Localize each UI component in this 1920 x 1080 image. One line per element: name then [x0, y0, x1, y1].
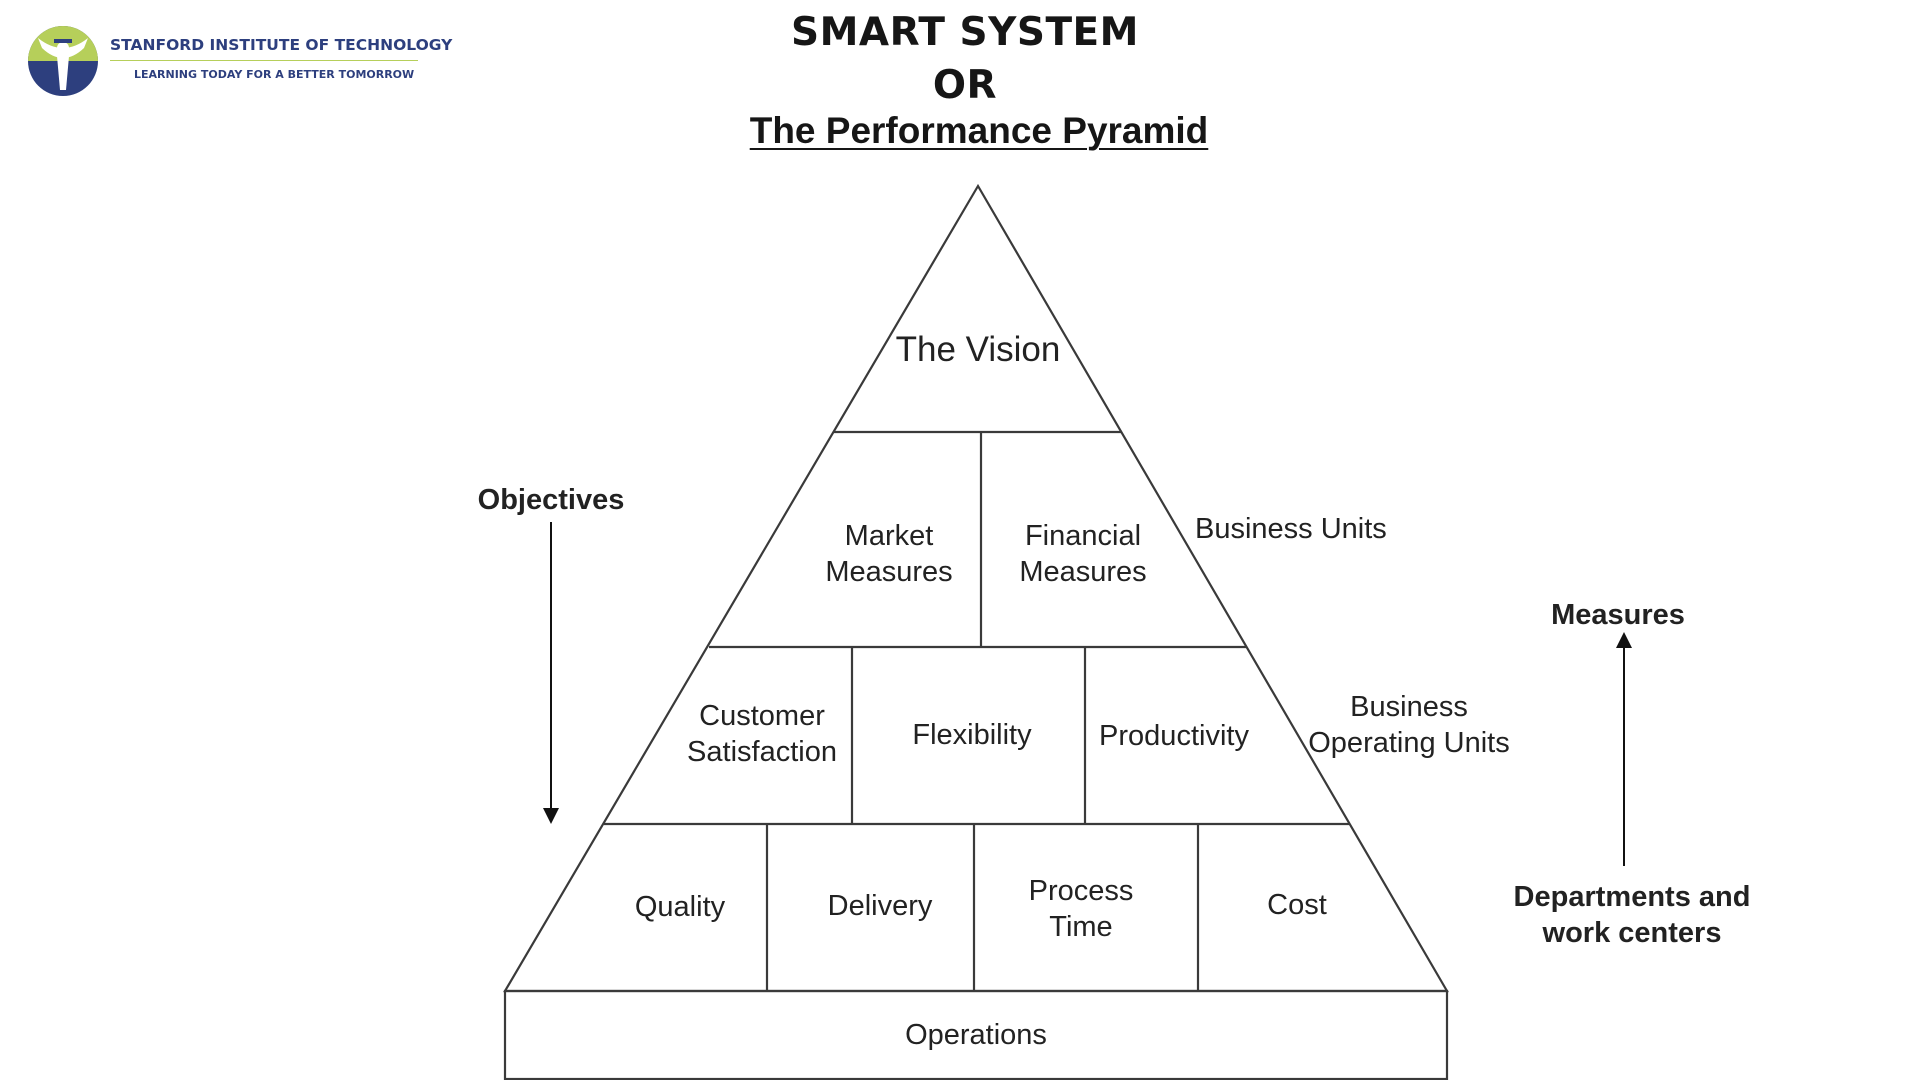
level2-cell-2: Financial Measures — [1019, 520, 1147, 588]
operations-base — [503, 989, 1449, 1080]
logo-emblem-icon — [28, 26, 98, 96]
business-units-label: Business Units — [1195, 513, 1387, 545]
departments-label: Departments and work centers — [1513, 881, 1751, 949]
level2-cell-1: Market Measures — [825, 520, 953, 588]
level4-cell-3: Process Time — [1028, 875, 1134, 943]
level4-cell-1: Quality — [634, 891, 726, 923]
business-operating-units-label: Business Operating Units — [1308, 691, 1510, 759]
level4-cell-2: Delivery — [827, 890, 933, 922]
level3-cell-1: Customer Satisfaction — [687, 700, 837, 768]
logo-divider — [110, 60, 418, 61]
measures-label: Measures — [1551, 599, 1685, 631]
level3-cell-2: Flexibility — [912, 719, 1032, 751]
level4-cell-4: Cost — [1267, 889, 1327, 921]
pyramid-outline — [503, 183, 1449, 993]
level3-cell-3: Productivity — [1099, 720, 1249, 752]
apex-label: The Vision — [895, 330, 1061, 369]
page-subtitle: The Performance Pyramid — [749, 110, 1209, 151]
page-title: SMART SYSTEM — [790, 10, 1139, 55]
logo-tagline: LEARNING TODAY FOR A BETTER TOMORROW — [134, 68, 415, 81]
institute-logo: STANFORD INSTITUTE OF TECHNOLOGY LEARNIN… — [24, 18, 452, 98]
logo-name: STANFORD INSTITUTE OF TECHNOLOGY — [110, 36, 453, 54]
objectives-label: Objectives — [477, 484, 625, 516]
base-label: Operations — [905, 1019, 1047, 1051]
page-title-or: OR — [932, 63, 998, 108]
